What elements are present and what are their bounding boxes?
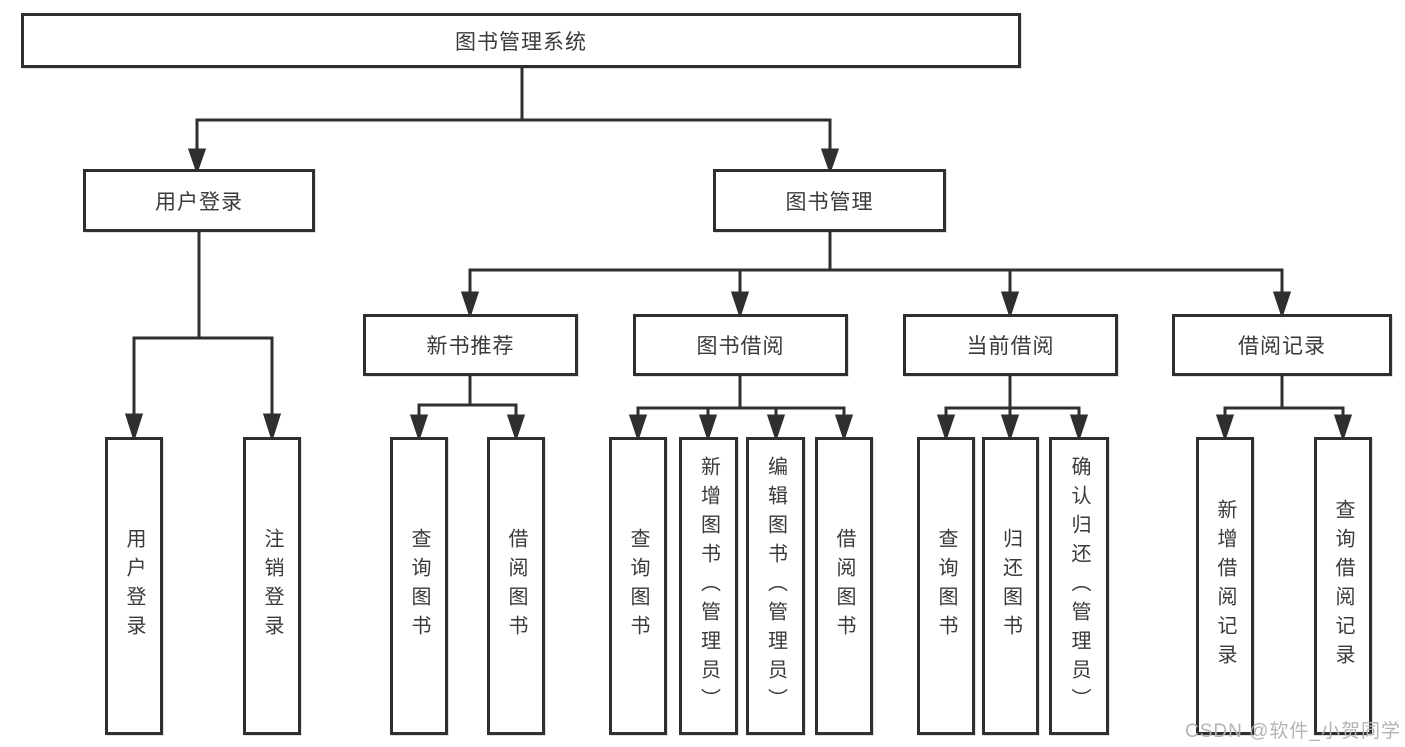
arrowhead-icon xyxy=(460,291,480,319)
arrowhead-icon xyxy=(766,414,786,442)
leaf-add-books-admin: 新增图书（管理员） xyxy=(679,437,738,735)
leaf-label: 查询图书 xyxy=(935,528,957,644)
arrowhead-icon xyxy=(1215,414,1235,442)
arrowhead-icon xyxy=(1272,291,1292,319)
leaf-label: 查询借阅记录 xyxy=(1332,499,1354,673)
arrowhead-icon xyxy=(730,291,750,319)
watermark-csdn: CSDN @软件_小贺同学 xyxy=(1185,721,1401,742)
arrowhead-icon xyxy=(1000,291,1020,319)
leaf-label: 确认归还（管理员） xyxy=(1068,455,1090,717)
node-book-management-module: 图书管理 xyxy=(713,169,946,232)
arrowhead-icon xyxy=(1000,414,1020,442)
arrowhead-icon xyxy=(1333,414,1353,442)
leaf-confirm-return-admin: 确认归还（管理员） xyxy=(1049,437,1109,735)
leaf-label: 新增借阅记录 xyxy=(1214,499,1236,673)
leaf-query-books-3: 查询图书 xyxy=(917,437,975,735)
arrowhead-icon xyxy=(409,414,429,442)
node-user-login-module: 用户登录 xyxy=(83,169,315,232)
leaf-label: 用户登录 xyxy=(123,528,145,644)
leaf-logout: 注销登录 xyxy=(243,437,301,735)
leaf-label: 注销登录 xyxy=(261,528,283,644)
leaf-add-borrow-record: 新增借阅记录 xyxy=(1196,437,1254,735)
arrowhead-icon xyxy=(1069,414,1089,442)
arrowhead-icon xyxy=(262,413,282,442)
leaf-label: 新增图书（管理员） xyxy=(697,455,720,717)
leaf-label: 查询图书 xyxy=(627,528,649,644)
leaf-label: 借阅图书 xyxy=(505,528,527,644)
leaf-query-books-1: 查询图书 xyxy=(390,437,448,735)
arrowhead-icon xyxy=(506,414,526,442)
arrowhead-icon xyxy=(834,414,854,442)
arrowhead-icon xyxy=(628,414,648,442)
node-current-borrow: 当前借阅 xyxy=(903,314,1118,376)
leaf-label: 归还图书 xyxy=(999,528,1022,644)
arrowhead-icon xyxy=(936,414,956,442)
node-borrow-records: 借阅记录 xyxy=(1172,314,1392,376)
node-root-system: 图书管理系统 xyxy=(21,13,1021,68)
node-new-book-recommend: 新书推荐 xyxy=(363,314,578,376)
leaf-label: 编辑图书（管理员） xyxy=(764,455,787,717)
leaf-borrow-books-2: 借阅图书 xyxy=(815,437,873,735)
leaf-query-borrow-record: 查询借阅记录 xyxy=(1314,437,1372,735)
leaf-label: 查询图书 xyxy=(408,528,430,644)
arrowhead-icon xyxy=(698,414,718,442)
leaf-query-books-2: 查询图书 xyxy=(609,437,667,735)
leaf-label: 借阅图书 xyxy=(833,528,855,644)
leaf-borrow-books-1: 借阅图书 xyxy=(487,437,545,735)
leaf-user-login: 用户登录 xyxy=(105,437,163,735)
leaf-edit-books-admin: 编辑图书（管理员） xyxy=(746,437,805,735)
arrowhead-icon xyxy=(124,413,144,442)
leaf-return-books: 归还图书 xyxy=(982,437,1039,735)
arrowhead-icon xyxy=(820,148,840,175)
arrowhead-icon xyxy=(187,148,207,175)
node-book-borrow: 图书借阅 xyxy=(633,314,848,376)
